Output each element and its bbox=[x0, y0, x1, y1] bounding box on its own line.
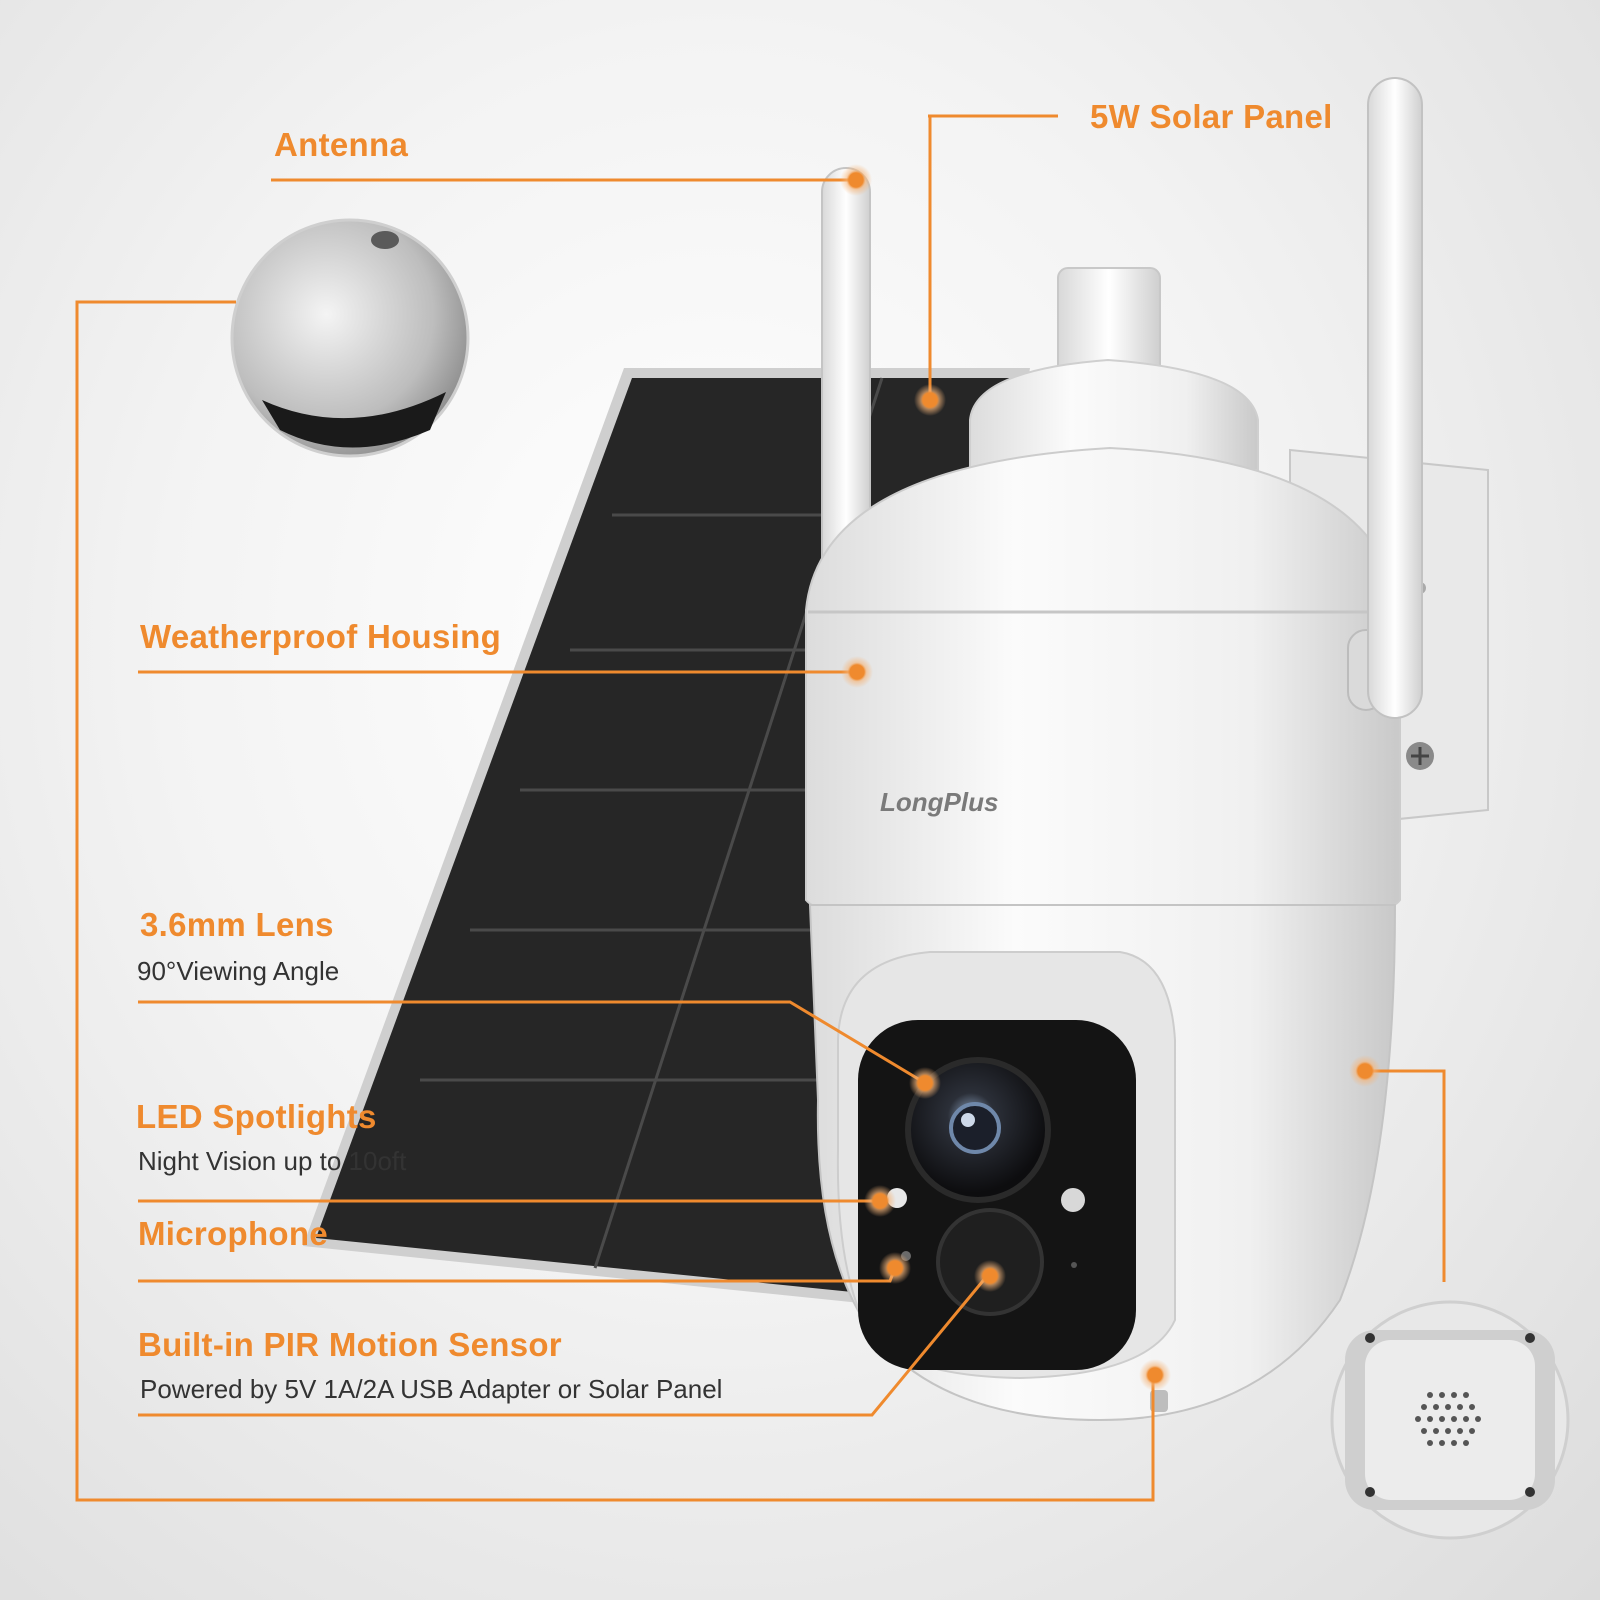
callout-dot-icon bbox=[1139, 1359, 1171, 1391]
speaker-grille-icon bbox=[1415, 1392, 1481, 1446]
callout-dot-icon bbox=[1349, 1055, 1381, 1087]
speaker-detail-inset bbox=[1330, 1300, 1570, 1540]
led-label: LED Spotlights bbox=[136, 1098, 377, 1135]
camera-mount bbox=[969, 267, 1259, 471]
brand-logo: LongPlus bbox=[880, 787, 999, 817]
pir-label: Built-in PIR Motion Sensor bbox=[138, 1326, 562, 1363]
screw-icon bbox=[1406, 742, 1434, 770]
camera-dome bbox=[808, 904, 1397, 1422]
callout-lines bbox=[75, 114, 1446, 1502]
upper-housing bbox=[805, 446, 1401, 932]
callout-dot-icon bbox=[909, 1067, 941, 1099]
callout-dot-icon bbox=[974, 1260, 1006, 1292]
callout-dot-icon bbox=[840, 164, 872, 196]
callout-dot-icon bbox=[879, 1252, 911, 1284]
callout-dot-icon bbox=[841, 656, 873, 688]
lens-label: 3.6mm Lens bbox=[140, 906, 334, 943]
callout-dot-icon bbox=[914, 384, 946, 416]
microphone-label: Microphone bbox=[138, 1215, 328, 1252]
housing-label: Weatherproof Housing bbox=[140, 618, 502, 655]
callout-dot-icon bbox=[864, 1185, 896, 1217]
right-antenna bbox=[1347, 77, 1423, 719]
led-spotlight-icon bbox=[1061, 1188, 1085, 1212]
solar-panel-label: 5W Solar Panel bbox=[1090, 98, 1333, 135]
antenna-detail-inset bbox=[230, 218, 470, 458]
antenna-label: Antenna bbox=[274, 126, 409, 163]
lens-sublabel: 90°Viewing Angle bbox=[137, 956, 340, 986]
pir-sublabel: Powered by 5V 1A/2A USB Adapter or Solar… bbox=[140, 1374, 723, 1404]
callout-dots bbox=[840, 164, 1381, 1391]
led-sublabel: Night Vision up to 10oft bbox=[138, 1146, 407, 1176]
